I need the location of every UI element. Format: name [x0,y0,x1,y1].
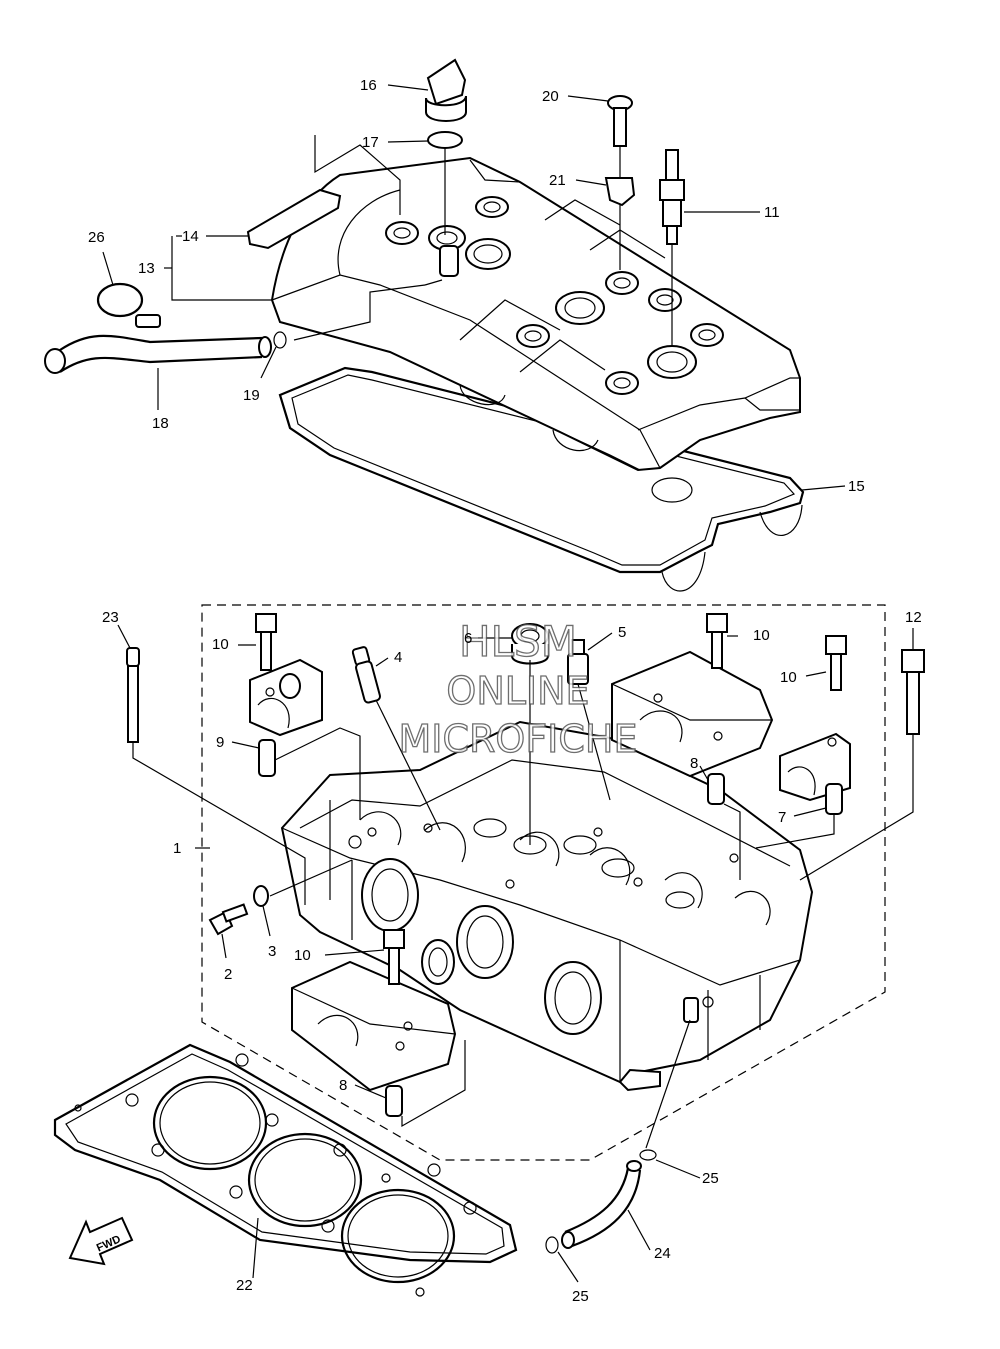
cylinder-head-gasket [53,1043,518,1297]
camshaft-cap [611,650,774,778]
callout-25a: 25 [702,1170,719,1187]
callout-21: 21 [549,172,566,189]
callout-12: 12 [905,609,922,626]
cover-bolt [607,95,633,147]
callout-8b: 8 [339,1077,347,1094]
callout-7: 7 [778,809,786,826]
assembly-outline [201,604,886,1161]
hose-clip [545,1236,559,1254]
watermark-line-2: ONLINE [446,669,589,713]
callout-22: 22 [236,1277,253,1294]
dowel-pin [825,783,843,815]
callout-11: 11 [764,204,780,221]
camshaft-cap [291,960,457,1092]
bracket [246,188,342,250]
callout-5: 5 [618,624,626,641]
oil-filler-cap [425,58,467,122]
camshaft-cap [249,658,323,737]
callout-18: 18 [152,415,169,432]
dowel-pin [385,1085,403,1117]
hose-clip [639,1149,657,1161]
breather-hose [44,334,272,374]
callout-13: 13 [138,260,155,277]
hose-clamp [96,282,161,328]
callout-10c: 10 [780,669,797,686]
coolant-hose [561,1160,642,1249]
washer [253,885,269,907]
stud-bolt [126,647,140,743]
grommet [604,177,636,207]
callout-3: 3 [268,943,276,960]
callout-15: 15 [848,478,865,495]
callout-16: 16 [360,77,377,94]
cap-bolt [383,929,405,985]
callout-17: 17 [362,134,379,151]
callout-10d: 10 [294,947,311,964]
callout-4: 4 [394,649,402,666]
callout-1: 1 [173,840,181,857]
cap-bolt [255,613,277,671]
callout-10b: 10 [753,627,770,644]
callout-24: 24 [654,1245,671,1262]
callout-2: 2 [224,966,232,983]
watermark-line-3: MICROFICHE [398,717,637,761]
callout-8a: 8 [690,755,698,772]
small-bolt [208,903,249,936]
spark-plug [659,149,685,245]
clip [273,331,287,349]
intake-ports [361,858,602,1035]
callout-26: 26 [88,229,105,246]
callout-10a: 10 [212,636,229,653]
callout-25b: 25 [572,1288,589,1305]
head-bolt [901,649,925,735]
watermark-line-1: HLSM [459,617,577,666]
valve-cover [270,156,801,503]
callout-20: 20 [542,88,559,105]
callout-19: 19 [243,387,260,404]
valve-guide [351,646,382,704]
callout-9: 9 [216,734,224,751]
dowel-pin [707,773,725,805]
plug [511,623,549,665]
callout-23: 23 [102,609,119,626]
cap-bolt [706,613,728,669]
callout-6: 6 [464,630,472,647]
o-ring-17 [427,131,463,149]
temperature-sensor [567,639,589,685]
dowel-pin [258,739,276,777]
watermark: HLSM ONLINE MICROFICHE [398,616,638,761]
forward-arrow-icon: FWD [68,1216,134,1266]
cap-bolt [825,635,847,691]
callout-14: 14 [182,228,199,245]
